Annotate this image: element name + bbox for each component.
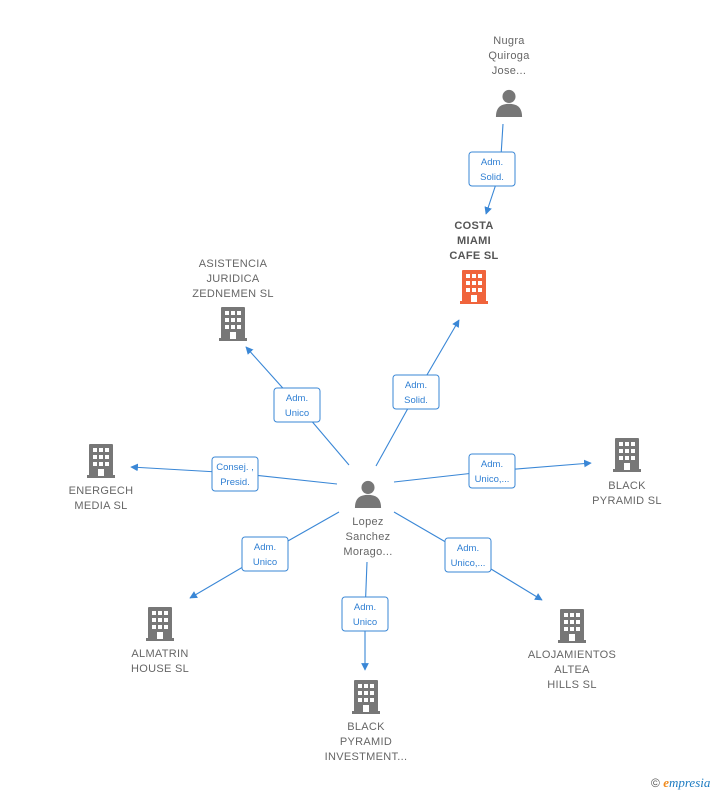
node-label-line: MEDIA SL	[74, 500, 127, 512]
edge-label-box	[444, 537, 492, 573]
edge-label-lopez-blackinv[interactable]: Adm. Unico	[341, 596, 389, 632]
building-icon	[87, 444, 115, 478]
node-asistencia[interactable]: ASISTENCIA JURIDICA ZEDNEMEN SL	[192, 258, 274, 341]
edge-label-box	[468, 151, 516, 187]
edge-label-box	[241, 536, 289, 572]
building-icon	[146, 607, 174, 641]
edge-label-text: Unico	[285, 408, 309, 419]
node-costa[interactable]: COSTA MIAMI CAFE SL	[449, 220, 498, 304]
edge-label-lopez-almatrin[interactable]: Adm. Unico	[241, 536, 289, 572]
node-label-line: Sanchez	[346, 531, 391, 543]
node-label-line: PYRAMID	[340, 736, 392, 748]
node-label-line: BLACK	[347, 721, 385, 733]
building-icon	[352, 680, 380, 714]
node-blackpyr[interactable]: BLACK PYRAMID SL	[592, 438, 662, 507]
node-label-line: ASISTENCIA	[199, 258, 268, 270]
node-label-line: Quiroga	[488, 50, 530, 62]
node-label-line: HOUSE SL	[131, 663, 189, 675]
node-label-line: ALTEA	[554, 664, 590, 676]
edge-label-text: Adm.	[481, 459, 503, 470]
building-icon	[558, 609, 586, 643]
person-icon	[354, 480, 382, 508]
footer-credit: © empresia	[651, 775, 710, 791]
node-label-line: MIAMI	[457, 235, 491, 247]
edge-label-lopez-costa[interactable]: Adm. Solid.	[392, 374, 440, 410]
edge-label-text: Unico,...	[451, 558, 486, 569]
edge-label-text: Unico	[253, 557, 277, 568]
edge-label-text: Solid.	[404, 395, 428, 406]
node-label-line: INVESTMENT...	[325, 751, 408, 763]
node-label-line: ZEDNEMEN SL	[192, 288, 274, 300]
edge-label-text: Adm.	[354, 602, 376, 613]
node-label-line: ENERGECH	[69, 485, 134, 497]
node-nugra[interactable]: NugraQuirogaJose...	[488, 35, 530, 117]
person-icon	[495, 89, 523, 117]
node-alojamientos[interactable]: ALOJAMIENTOS ALTEA HILLS SL	[528, 609, 616, 691]
node-label-line: COSTA	[454, 220, 493, 232]
edge-label-text: Adm.	[481, 157, 503, 168]
edge-label-lopez-blackpyr[interactable]: Adm. Unico,...	[468, 453, 516, 489]
node-label-line: ALMATRIN	[131, 648, 188, 660]
node-label-line: Lopez	[352, 516, 383, 528]
edge-label-text: Adm.	[286, 393, 308, 404]
edge-label-box	[211, 456, 259, 492]
node-energech[interactable]: ENERGECH MEDIA SL	[69, 444, 134, 512]
building-icon	[460, 270, 488, 304]
copyright-symbol: ©	[651, 776, 660, 790]
edge-label-box	[468, 453, 516, 489]
edge-label-nugra-costa[interactable]: Adm. Solid.	[468, 151, 516, 187]
edge-label-text: Consej. ,	[216, 462, 254, 473]
edge-label-text: Adm.	[405, 380, 427, 391]
edge-label-text: Presid.	[220, 477, 250, 488]
edge-label-lopez-energech[interactable]: Consej. , Presid.	[211, 456, 259, 492]
node-blackinv[interactable]: BLACK PYRAMID INVESTMENT...	[325, 680, 408, 763]
edge-label-text: Unico	[353, 617, 377, 628]
node-label-line: JURIDICA	[206, 273, 259, 285]
edge-label-lopez-alojamientos[interactable]: Adm. Unico,...	[444, 537, 492, 573]
edge-label-text: Adm.	[254, 542, 276, 553]
node-label-line: Morago...	[343, 546, 392, 558]
brand-logo[interactable]: empresia	[663, 775, 711, 790]
node-label-line: PYRAMID SL	[592, 495, 662, 507]
edge-label-text: Adm.	[457, 543, 479, 554]
node-label-line: Nugra	[493, 35, 525, 47]
node-label-line: HILLS SL	[547, 679, 596, 691]
node-label-line: Jose...	[492, 65, 527, 77]
node-label-line: BLACK	[608, 480, 646, 492]
edge-label-lopez-asistencia[interactable]: Adm. Unico	[273, 387, 321, 423]
edge-label-box	[273, 387, 321, 423]
edge-label-text: Solid.	[480, 172, 504, 183]
node-almatrin[interactable]: ALMATRIN HOUSE SL	[131, 607, 189, 675]
building-icon	[613, 438, 641, 472]
node-label-line: CAFE SL	[449, 250, 498, 262]
edge-label-box	[392, 374, 440, 410]
building-icon	[219, 307, 247, 341]
edge-label-box	[341, 596, 389, 632]
node-lopez[interactable]: LopezSanchezMorago...	[343, 480, 392, 558]
node-label-line: ALOJAMIENTOS	[528, 649, 616, 661]
edge-label-text: Unico,...	[475, 474, 510, 485]
